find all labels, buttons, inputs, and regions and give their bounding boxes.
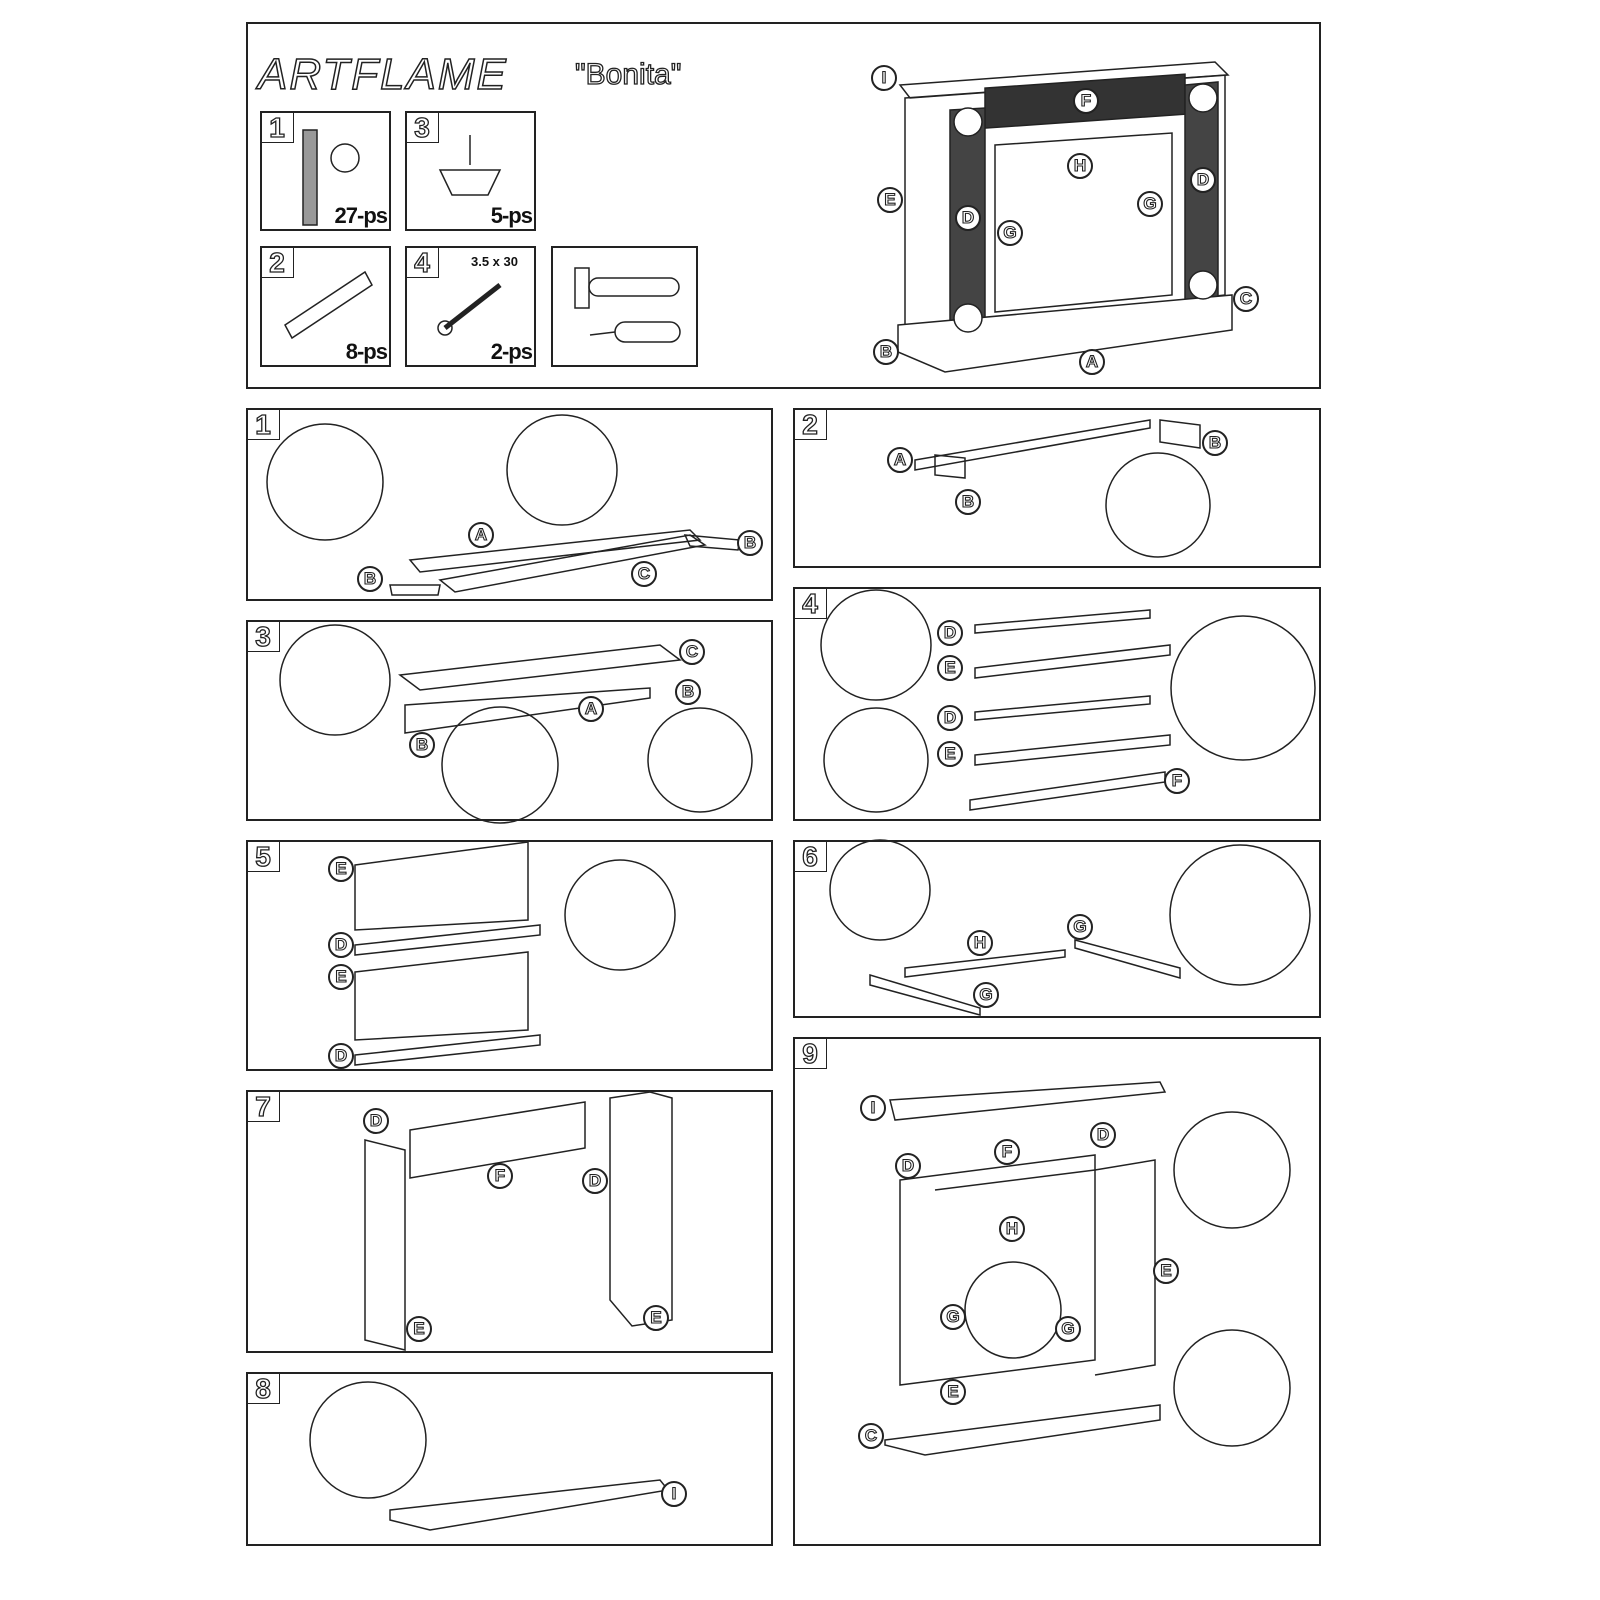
label: I: [661, 1481, 687, 1507]
label: G: [940, 1304, 966, 1330]
label: G: [1055, 1316, 1081, 1342]
part-number: 4: [405, 246, 439, 279]
label: B: [873, 339, 899, 365]
label: G: [1137, 191, 1163, 217]
label: D: [328, 1043, 354, 1069]
parts-drawings: [284, 129, 681, 343]
step-number: 5: [246, 840, 280, 873]
label: H: [967, 930, 993, 956]
part-2: 2 8-ps: [260, 246, 391, 367]
label: E: [328, 964, 354, 990]
step-number: 1: [246, 408, 280, 441]
label: E: [940, 1379, 966, 1405]
step-number: 6: [793, 840, 827, 873]
label: D: [582, 1168, 608, 1194]
label: C: [858, 1423, 884, 1449]
step-number: 9: [793, 1037, 827, 1070]
part-number: 2: [260, 246, 294, 279]
label: E: [937, 655, 963, 681]
screw-spec: 3.5 x 30: [471, 254, 518, 269]
part-qty: 5-ps: [490, 203, 533, 228]
label: D: [328, 932, 354, 958]
label: A: [1079, 349, 1105, 375]
label: I: [860, 1095, 886, 1121]
label: C: [631, 561, 657, 587]
step-5-panel: 5: [246, 840, 773, 1071]
brand-logo: ARTFLAME: [257, 49, 508, 100]
label: F: [487, 1163, 513, 1189]
label: B: [409, 732, 435, 758]
label: G: [1067, 914, 1093, 940]
label: G: [973, 982, 999, 1008]
part-qty: 27-ps: [334, 203, 388, 228]
model-name: "Bonita": [574, 57, 682, 91]
label: I: [871, 65, 897, 91]
step-drawings: [266, 414, 1316, 1531]
label: E: [328, 856, 354, 882]
part-3: 3 5-ps: [405, 111, 536, 231]
step-8-panel: 8: [246, 1372, 773, 1546]
label: E: [1153, 1258, 1179, 1284]
part-4: 4 2-ps: [405, 246, 536, 367]
label: D: [955, 205, 981, 231]
tools-box: [551, 246, 698, 367]
step-9-panel: 9: [793, 1037, 1321, 1546]
label: D: [1190, 167, 1216, 193]
label: C: [1233, 286, 1259, 312]
label: E: [643, 1305, 669, 1331]
label: B: [1202, 430, 1228, 456]
step-number: 3: [246, 620, 280, 653]
part-qty: 2-ps: [490, 339, 533, 364]
step-number: 2: [793, 408, 827, 441]
step-4-panel: 4: [793, 587, 1321, 821]
part-1: 1 27-ps: [260, 111, 391, 231]
label: E: [877, 187, 903, 213]
step-2-panel: 2: [793, 408, 1321, 568]
part-number: 3: [405, 111, 439, 144]
label: D: [895, 1153, 921, 1179]
label: D: [363, 1108, 389, 1134]
label: F: [1073, 88, 1099, 114]
label: H: [1067, 153, 1093, 179]
step-6-panel: 6: [793, 840, 1321, 1018]
label: D: [1090, 1122, 1116, 1148]
step-number: 7: [246, 1090, 280, 1123]
label: A: [887, 447, 913, 473]
step-3-panel: 3: [246, 620, 773, 821]
label: B: [675, 679, 701, 705]
parts-overview-panel: [246, 22, 1321, 389]
label: F: [1164, 768, 1190, 794]
label: A: [578, 696, 604, 722]
label: C: [679, 639, 705, 665]
part-qty: 8-ps: [345, 339, 388, 364]
label: F: [994, 1139, 1020, 1165]
step-number: 4: [793, 587, 827, 620]
label: G: [997, 220, 1023, 246]
label: D: [937, 705, 963, 731]
label: E: [406, 1316, 432, 1342]
label: A: [468, 522, 494, 548]
label: B: [357, 566, 383, 592]
step-7-panel: 7: [246, 1090, 773, 1353]
step-1-panel: 1: [246, 408, 773, 601]
label: B: [955, 489, 981, 515]
label: B: [737, 530, 763, 556]
step-number: 8: [246, 1372, 280, 1405]
label: E: [937, 741, 963, 767]
part-number: 1: [260, 111, 294, 144]
label: D: [937, 620, 963, 646]
label: H: [999, 1216, 1025, 1242]
